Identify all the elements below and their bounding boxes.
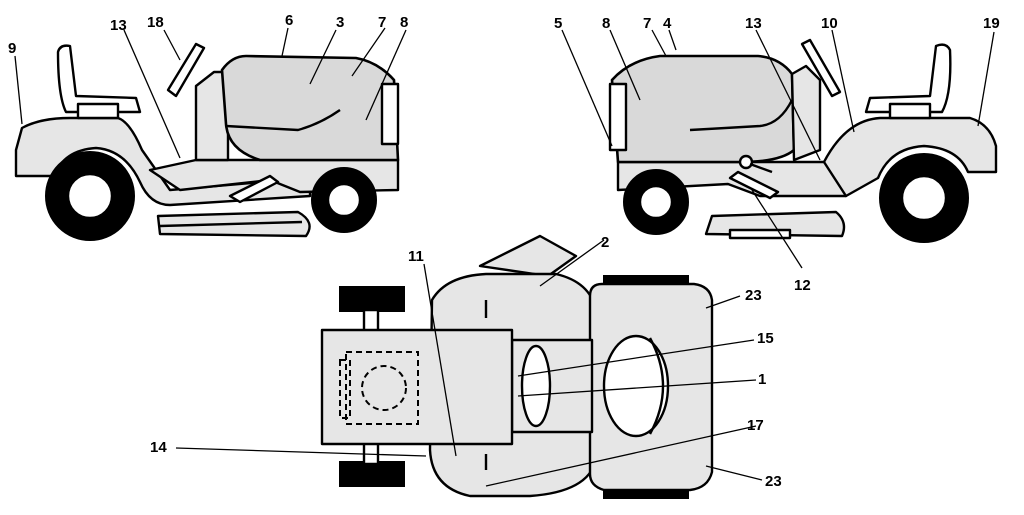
callout-18-left: 18 <box>147 14 164 31</box>
callout-11-top: 11 <box>408 248 424 265</box>
callout-9-left: 9 <box>8 40 16 57</box>
callout-14-top: 14 <box>150 439 167 456</box>
seat-circle <box>361 365 407 411</box>
discharge-chute <box>478 234 578 278</box>
rear-fender <box>14 116 312 207</box>
grille <box>608 82 628 152</box>
rear-tire-top <box>339 286 405 312</box>
callout-7-left: 7 <box>378 14 386 31</box>
tractor-left-side-view: 9 13 18 6 3 7 8 <box>8 12 408 241</box>
callout-1-top: 1 <box>758 371 766 388</box>
callout-13-right: 13 <box>745 15 762 32</box>
callout-2-top: 2 <box>601 234 609 251</box>
steering-wheel <box>800 38 842 98</box>
tractor-right-side-view: 5 8 7 4 13 10 19 12 <box>554 15 1000 294</box>
foot-pedal <box>728 170 780 200</box>
callout-5-right: 5 <box>554 15 562 32</box>
hood <box>220 54 400 162</box>
callout-10-right: 10 <box>821 15 838 32</box>
seat-outline <box>345 351 419 425</box>
callout-3-left: 3 <box>336 14 344 31</box>
seat-rear-box <box>320 328 514 446</box>
callout-4-right: 4 <box>663 15 672 32</box>
seat <box>56 44 142 114</box>
callout-8-right: 8 <box>602 15 610 32</box>
callout-15-top: 15 <box>757 330 774 347</box>
callout-23-top-b: 23 <box>765 473 782 490</box>
grille <box>380 82 400 146</box>
steering-wheel <box>166 42 206 98</box>
steering-column <box>790 64 822 162</box>
hood <box>610 54 796 164</box>
callout-6-left: 6 <box>285 12 293 29</box>
callout-8-left: 8 <box>400 14 408 31</box>
callout-17-top: 17 <box>747 417 764 434</box>
callout-23-top-a: 23 <box>745 287 762 304</box>
callout-19-right: 19 <box>983 15 1000 32</box>
tractor-top-view: 11 2 23 15 1 14 17 23 <box>150 234 782 499</box>
callout-13-left: 13 <box>110 17 127 34</box>
rear-fender <box>822 116 998 198</box>
callout-7-right: 7 <box>643 15 651 32</box>
rear-tire-bottom <box>339 461 405 487</box>
foot-pedal <box>228 174 280 204</box>
callout-12-right: 12 <box>794 277 811 294</box>
fuel-cap <box>738 154 754 170</box>
seat <box>864 43 952 114</box>
